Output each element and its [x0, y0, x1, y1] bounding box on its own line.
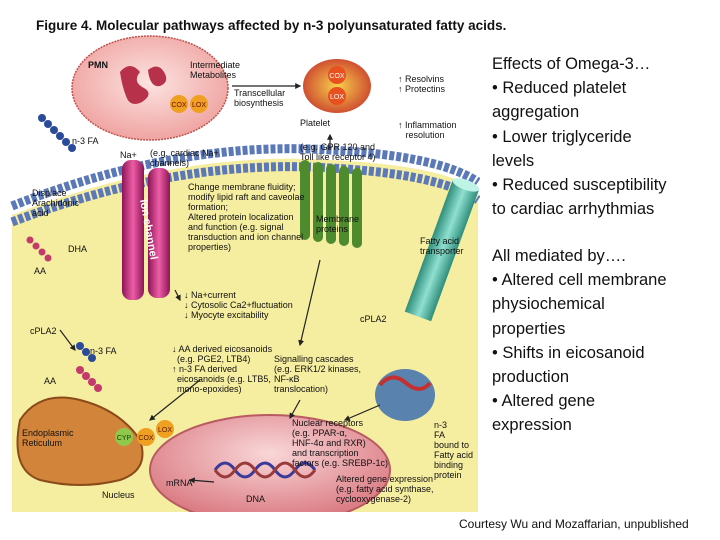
mediated-item: • Altered gene [492, 392, 596, 411]
pmn-lox-label: LOX [192, 102, 206, 109]
effects-item: • Reduced platelet [492, 79, 627, 98]
effects-item: aggregation [492, 103, 580, 122]
arrow-eicosanoid [149, 379, 201, 421]
figure-title: Figure 4. Molecular pathways affected by… [36, 18, 507, 33]
mediated-item: • Altered cell membrane [492, 271, 667, 290]
gpr-label: (e.g. GPR 120 and Toll like receptor 4) [300, 142, 376, 162]
cox-er-label: COX [138, 435, 154, 442]
dna-helix [213, 461, 317, 479]
mediated-item: properties [492, 319, 566, 338]
fatty-acid-transporter [404, 178, 480, 322]
cyp-enzyme [115, 428, 133, 446]
platelet-lox-label: LOX [330, 94, 344, 101]
transcellular-label: Transcellular biosynthesis [234, 88, 286, 108]
dna-helix-strand [213, 461, 317, 479]
mediated-heading: All mediated by…. [492, 247, 626, 265]
inflammation-label: ↑ Inflammation resolution [398, 120, 457, 140]
ion-channel [122, 160, 144, 300]
pmn-cox-enzyme [170, 95, 188, 113]
mediated-item: physiochemical [492, 295, 605, 314]
pmn-nucleus-lobe [148, 66, 167, 87]
nucleus-label: Nucleus [102, 490, 135, 500]
cyp-label: CYP [117, 435, 132, 442]
aa-membrane-label: AA [34, 266, 47, 276]
platelet-cox-label: COX [329, 73, 345, 80]
cell-membrane [10, 144, 481, 211]
n3-fatty-acid-chain [38, 114, 76, 152]
n3fa-mid-label: n-3 FA [90, 346, 117, 356]
platelet-lox-enzyme [328, 87, 346, 105]
cpla2-right-label: cPLA2 [360, 314, 387, 324]
membrane-protein [300, 160, 362, 248]
endoplasmic-reticulum [16, 396, 144, 486]
gene-expression-label: Altered gene expression (e.g. fatty acid… [336, 474, 434, 504]
pmn-label: PMN [88, 60, 108, 70]
n3fa-label: n-3 FA [72, 136, 99, 146]
membrane-effects-label: Change membrane fluidity; modify lipid r… [188, 182, 305, 252]
arrow-nuclear [289, 399, 301, 420]
effects-item: to cardiac arrhythmias [492, 200, 655, 219]
dha-aa-chains [26, 236, 102, 392]
effects-item: • Lower triglyceride [492, 127, 632, 146]
aa-cytoplasm-label: AA [44, 376, 57, 386]
signalling-label: Signalling cascades (e.g. ERK1/2 kinases… [274, 354, 362, 394]
credit-line: Courtesy Wu and Mozaffarian, unpublished [459, 517, 689, 531]
n3-fa-cytoplasm-chain [76, 342, 96, 362]
mediated-item: production [492, 368, 570, 387]
nuclear-receptors-label: Nuclear receptors (e.g. PPAR-α, HNF-4α a… [292, 418, 389, 468]
dha-label: DHA [68, 244, 88, 254]
lox-enzyme-er [156, 420, 174, 438]
membrane-proteins-label: Membrane proteins [316, 214, 360, 234]
er-label: Endoplasmic Reticulum [22, 428, 74, 448]
arrow-mrna [188, 477, 215, 484]
platelet-cox-enzyme [328, 66, 346, 84]
cell-membrane-inner [10, 162, 481, 227]
effects-list: Effects of Omega-3… • Reduced platelet a… [492, 52, 712, 221]
arrow-signalling [298, 259, 321, 347]
ion-channel-subunit [148, 168, 170, 298]
na-current-label: ↓ Na+current ↓ Cytosolic Ca2+fluctuation… [184, 290, 293, 320]
na-label: Na+ [120, 150, 137, 160]
effects-item: • Reduced susceptibility [492, 176, 667, 195]
lox-er-label: LOX [158, 427, 172, 434]
dna-label: DNA [246, 494, 266, 504]
mediated-list: All mediated by…. • Altered cell membran… [492, 244, 712, 438]
mrna-label: mRNA [166, 478, 193, 488]
effects-heading: Effects of Omega-3… [492, 55, 651, 73]
eicosanoids-label: ↓ AA derived eicosanoids (e.g. PGE2, LTB… [172, 344, 273, 394]
cox-enzyme-er [137, 428, 155, 446]
mediated-item: • Shifts in eicosanoid [492, 343, 645, 362]
mediated-item: expression [492, 416, 572, 435]
fatty-acid-binding-protein [375, 369, 435, 421]
pmn-cox-label: COX [171, 102, 187, 109]
displace-label: Displace Arachidonic acid [32, 188, 80, 218]
arrow-cpla2 [59, 329, 76, 351]
cpla2-left-label: cPLA2 [30, 326, 57, 336]
arrow-ion-effect [174, 289, 181, 302]
fatty-transporter-label: Fatty acid transporter [420, 236, 464, 256]
arrow-fabp [343, 404, 381, 421]
resolvins-label: ↑ Resolvins ↑ Protectins [398, 74, 446, 94]
platelet-label: Platelet [300, 118, 331, 128]
intermediate-metabolites-label: Intermediate Metabolites [190, 60, 241, 80]
n3fa-bound-label: n-3 FA bound to Fatty acid binding prote… [434, 420, 474, 480]
molecular-pathways-figure: COX LOX COX LOX Ion channel [10, 18, 506, 526]
effects-item: levels [492, 151, 535, 170]
pmn-lox-enzyme [190, 95, 208, 113]
platelet [303, 59, 371, 113]
cardiac-channels-label: (e.g. cardiac Na+ channels) [150, 148, 219, 168]
pmn-cell [71, 35, 229, 141]
pmn-nucleus [120, 66, 149, 104]
